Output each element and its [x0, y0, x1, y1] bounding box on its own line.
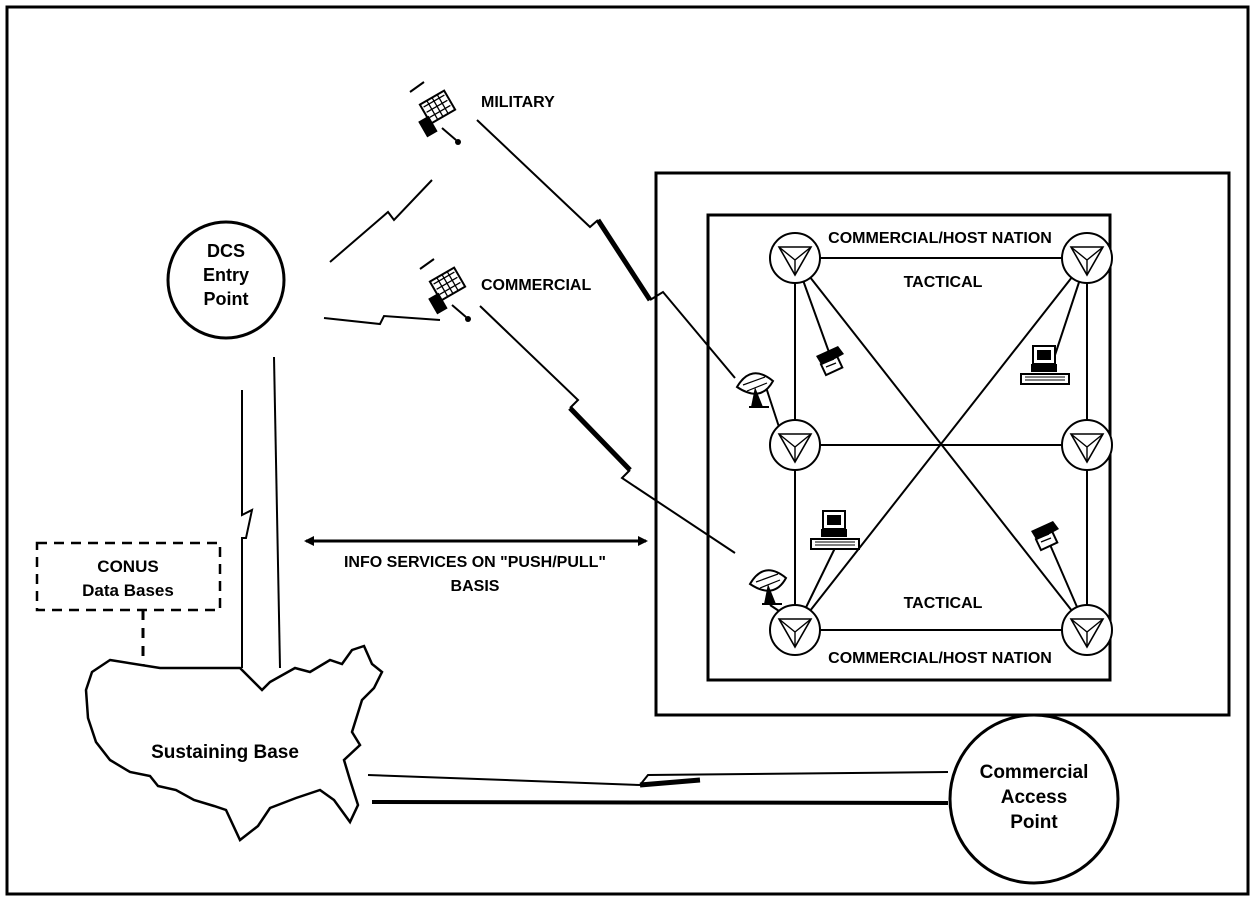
- info-services-label-line1: INFO SERVICES ON "PUSH/PULL": [344, 554, 606, 571]
- outer-frame: [5, 5, 1250, 896]
- commercial-access-point-circle: [948, 713, 1120, 885]
- dcs-label-line3: Point: [204, 289, 249, 309]
- theater-outer-box: [654, 171, 1231, 717]
- dcs-base-links: [241, 356, 281, 669]
- dcs-label-line2: Entry: [203, 265, 249, 285]
- telephone-icon: [1030, 520, 1060, 552]
- tactical-top-label: TACTICAL: [904, 274, 983, 291]
- info-services-label-line2: BASIS: [451, 578, 500, 595]
- access-label-line2: Access: [1001, 787, 1068, 808]
- host-nation-bottom-label: COMMERCIAL/HOST NATION: [828, 650, 1052, 667]
- us-map-icon: [84, 644, 384, 842]
- switch-node-icon: [1061, 232, 1113, 284]
- computer-icon: [810, 510, 860, 550]
- switch-node-icon: [769, 419, 821, 471]
- military-satellite-label: MILITARY: [481, 94, 555, 111]
- switch-node-icon: [769, 604, 821, 656]
- switch-node-icon: [1061, 604, 1113, 656]
- commercial-satellite-label: COMMERCIAL: [481, 277, 591, 294]
- dcs-entry-point-circle: [166, 220, 286, 340]
- access-links: [367, 771, 949, 805]
- satellite-icon: [409, 81, 462, 146]
- telephone-icon: [815, 345, 845, 377]
- tactical-bottom-label: TACTICAL: [904, 595, 983, 612]
- satellite-icon: [419, 258, 472, 323]
- switch-node-icon: [769, 232, 821, 284]
- conus-label-line2: Data Bases: [82, 581, 174, 600]
- satellite-dish-icon: [749, 569, 787, 605]
- computer-icon: [1020, 345, 1070, 385]
- access-label-line1: Commercial: [980, 762, 1089, 783]
- conus-label-line1: CONUS: [97, 557, 158, 576]
- switch-node-icon: [1061, 419, 1113, 471]
- sustaining-base-label: Sustaining Base: [151, 742, 299, 763]
- dcs-label-line1: DCS: [207, 241, 245, 261]
- satellite-links: [323, 119, 736, 554]
- access-label-line3: Point: [1010, 812, 1058, 833]
- conus-data-bases-box: [35, 541, 222, 612]
- host-nation-top-label: COMMERCIAL/HOST NATION: [828, 230, 1052, 247]
